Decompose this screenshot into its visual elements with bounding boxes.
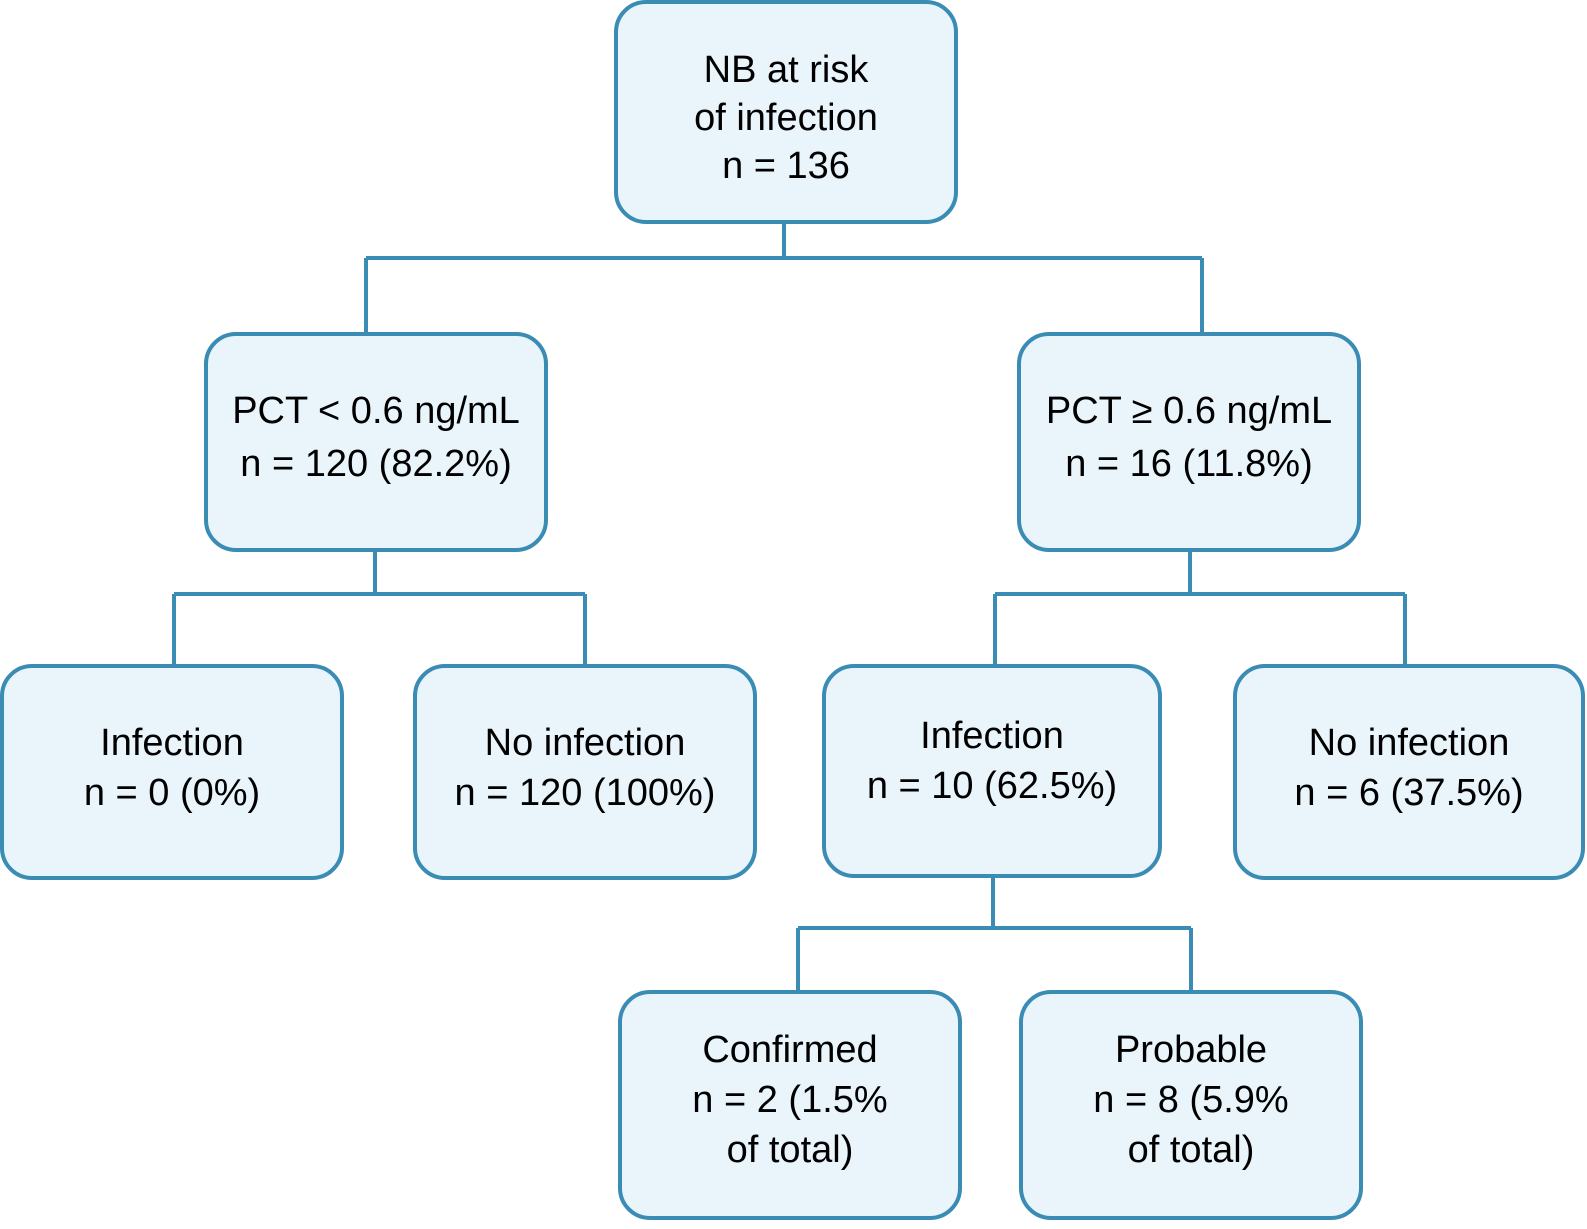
- node-pct-low[interactable]: PCT < 0.6 ng/mL n = 120 (82.2%): [204, 332, 548, 552]
- node-high-no-infection-line2: n = 6 (37.5%): [1294, 772, 1523, 814]
- node-confirmed-shape: [618, 990, 962, 1220]
- connector-root-to-pct-split: [364, 222, 1204, 334]
- node-confirmed-line2: n = 2 (1.5%: [692, 1079, 887, 1121]
- node-pct-high-line2: n = 16 (11.8%): [1065, 443, 1313, 485]
- node-pct-low-line1: PCT < 0.6 ng/mL: [232, 390, 520, 432]
- node-nb-at-risk-line1: NB at risk: [704, 49, 870, 91]
- node-low-no-infection-shape: [413, 664, 757, 880]
- node-pct-high-shape: [1017, 332, 1361, 552]
- node-low-infection-line1: Infection: [100, 722, 244, 764]
- node-probable-line2: n = 8 (5.9%: [1093, 1079, 1288, 1121]
- node-probable[interactable]: Probable n = 8 (5.9% of total): [1019, 990, 1363, 1220]
- node-low-no-infection-line1: No infection: [485, 722, 686, 764]
- node-probable-line1: Probable: [1115, 1029, 1267, 1071]
- node-nb-at-risk-line2: of infection: [694, 97, 878, 139]
- node-high-infection-shape: [822, 664, 1162, 878]
- node-confirmed-line3: of total): [727, 1129, 854, 1171]
- node-low-no-infection[interactable]: No infection n = 120 (100%): [413, 664, 757, 880]
- node-pct-low-line2: n = 120 (82.2%): [240, 443, 511, 485]
- node-probable-shape: [1019, 990, 1363, 1220]
- connector-group: [172, 222, 1407, 992]
- node-high-infection[interactable]: Infection n = 10 (62.5%): [822, 664, 1162, 878]
- connector-pct-low-split: [172, 550, 587, 666]
- node-low-infection-shape: [0, 664, 344, 880]
- node-confirmed[interactable]: Confirmed n = 2 (1.5% of total): [618, 990, 962, 1220]
- node-nb-at-risk[interactable]: NB at risk of infection n = 136: [614, 0, 958, 224]
- node-low-no-infection-line2: n = 120 (100%): [455, 772, 716, 814]
- node-pct-low-shape: [204, 332, 548, 552]
- node-confirmed-line1: Confirmed: [702, 1029, 877, 1071]
- node-high-infection-line1: Infection: [920, 715, 1064, 757]
- node-pct-high[interactable]: PCT ≥ 0.6 ng/mL n = 16 (11.8%): [1017, 332, 1361, 552]
- node-high-no-infection-shape: [1233, 664, 1585, 880]
- node-high-no-infection[interactable]: No infection n = 6 (37.5%): [1233, 664, 1585, 880]
- node-nb-at-risk-line3: n = 136: [722, 145, 850, 187]
- node-low-infection[interactable]: Infection n = 0 (0%): [0, 664, 344, 880]
- node-high-no-infection-line1: No infection: [1309, 722, 1510, 764]
- connector-high-infection-split: [796, 876, 1193, 992]
- node-nb-at-risk-shape: [614, 0, 958, 224]
- connector-pct-high-split: [993, 550, 1407, 666]
- node-high-infection-line2: n = 10 (62.5%): [867, 765, 1117, 807]
- node-low-infection-line2: n = 0 (0%): [84, 772, 260, 814]
- node-probable-line3: of total): [1128, 1129, 1255, 1171]
- node-pct-high-line1: PCT ≥ 0.6 ng/mL: [1046, 390, 1332, 432]
